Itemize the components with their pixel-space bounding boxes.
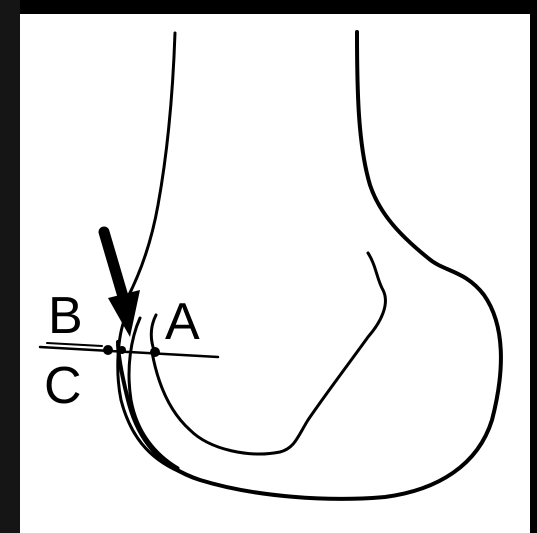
label-a: A (165, 293, 200, 351)
label-b: B (48, 287, 83, 345)
intersection-dot-right (150, 347, 160, 357)
intersection-dot-left (103, 345, 113, 355)
left-dark-band (0, 0, 20, 533)
label-c: C (44, 357, 82, 415)
intersection-dot-middle (118, 346, 126, 354)
